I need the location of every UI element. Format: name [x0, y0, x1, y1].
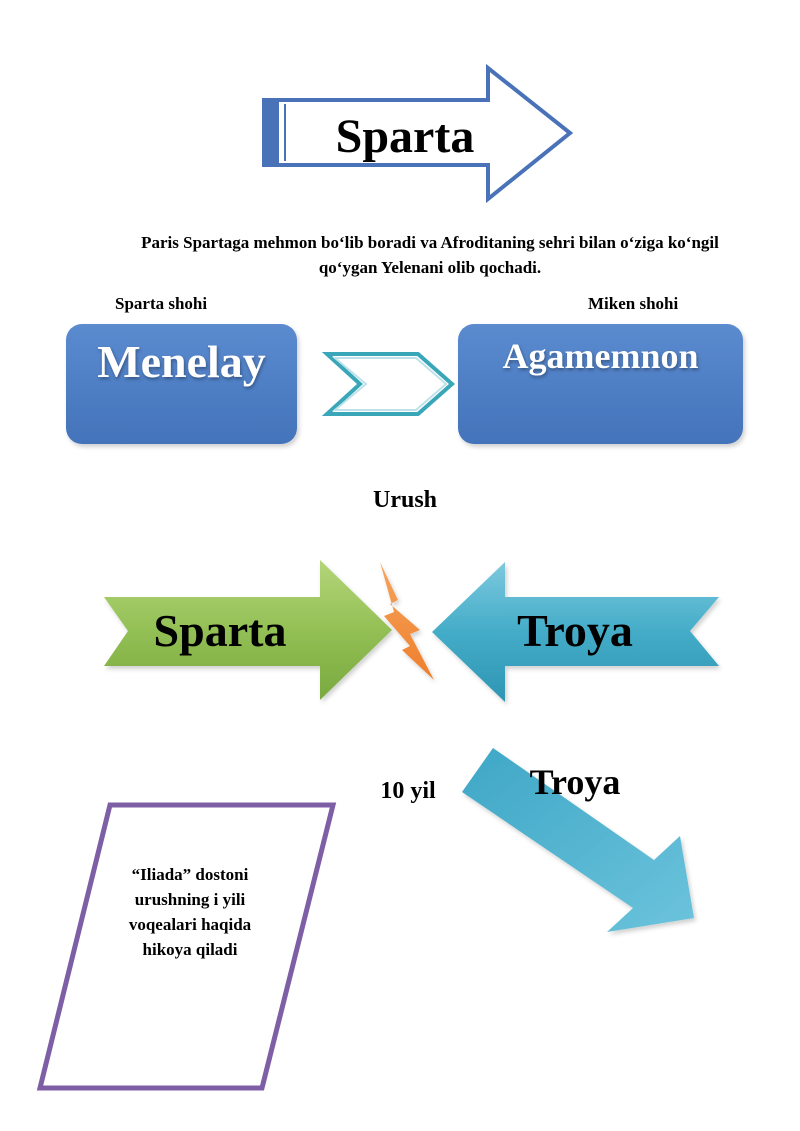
agamemnon-box [458, 324, 743, 444]
troya-target-label: Troya [529, 762, 621, 802]
title-arrow [262, 63, 574, 204]
right-ruler-caption: Miken shohi [588, 294, 679, 313]
page-title: Sparta [335, 110, 475, 163]
agamemnon-label: Agamemnon [502, 336, 699, 376]
intro-text: Paris Spartaga mehmon bo‘lib boradi va A… [141, 233, 719, 277]
menelay-box [66, 324, 297, 444]
diagonal-arrow-icon [462, 748, 694, 932]
iliad-note: “Iliada” dostoni urushning i yili voqeal… [128, 865, 252, 959]
menelay-label: Menelay [97, 336, 266, 387]
troya-war-label: Troya [517, 605, 633, 656]
duration-label: 10 yil [380, 778, 436, 804]
left-ruler-caption: Sparta shohi [115, 294, 208, 313]
lightning-icon [380, 562, 434, 680]
war-label: Urush [372, 487, 438, 513]
sparta-war-arrow [104, 560, 392, 700]
note-parallelogram [36, 802, 337, 1091]
sparta-war-label: Sparta [153, 605, 287, 656]
chevron-right-icon [321, 352, 456, 416]
troya-war-arrow [432, 562, 719, 702]
